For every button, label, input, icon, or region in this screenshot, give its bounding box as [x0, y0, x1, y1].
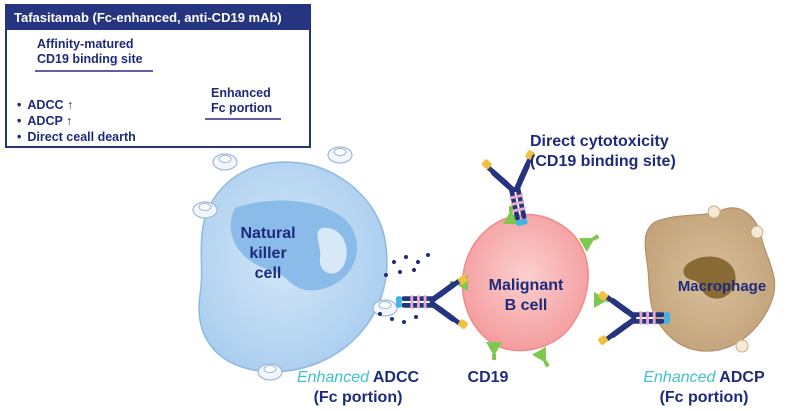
- adcc-line1: Enhanced ADCC: [278, 368, 438, 388]
- nk-granule: [327, 146, 353, 164]
- cd19-receptor: [532, 346, 555, 371]
- mechanism-bullet-list: ADCC ↑ ADCP ↑ Direct ceall dearth: [17, 97, 136, 145]
- b-cell-label-line2: B cell: [504, 297, 548, 314]
- binding-site-pointer-line: [35, 70, 153, 72]
- nk-granule: [372, 299, 398, 317]
- nk-label-line3: cell: [254, 265, 282, 282]
- nk-label-line1: Natural: [240, 225, 296, 242]
- macrophage-nucleus: [683, 256, 736, 299]
- bullet-item: ADCC ↑: [17, 97, 136, 113]
- nk-granule: [212, 153, 238, 171]
- antibody-info-box: Tafasitamab (Fc-enhanced, anti-CD19 mAb)…: [5, 4, 311, 148]
- b-cell-label: Malignant B cell: [478, 276, 574, 316]
- adcc-subtitle: (Fc portion): [313, 389, 403, 406]
- adcc-enhanced-word: Enhanced: [296, 369, 369, 386]
- cytotoxic-granules: [378, 253, 430, 324]
- infobox-title: Tafasitamab (Fc-enhanced, anti-CD19 mAb): [7, 6, 309, 30]
- fc-label-line1: Enhanced: [211, 86, 271, 100]
- macrophage-cell: [644, 205, 776, 353]
- binding-site-label-line2: CD19 binding site: [37, 52, 143, 66]
- adcp-word: ADCP: [719, 369, 765, 386]
- adcp-caption: Enhanced ADCP (Fc portion): [624, 368, 784, 408]
- adcc-caption: Enhanced ADCC (Fc portion): [278, 368, 438, 408]
- direct-cytotoxicity-line2: (CD19 binding site): [530, 153, 676, 170]
- bullet-item: ADCP ↑: [17, 113, 136, 129]
- adcc-word: ADCC: [372, 369, 420, 386]
- binding-site-label-line1: Affinity-matured: [37, 37, 134, 51]
- fc-label-line2: Fc portion: [211, 101, 273, 115]
- direct-cytotoxicity-line1: Direct cytotoxicity: [530, 133, 669, 150]
- cd19-receptor: [486, 342, 502, 360]
- nk-label-line2: killer: [249, 245, 287, 262]
- adcp-enhanced-word: Enhanced: [643, 369, 716, 386]
- fc-pointer-line: [205, 118, 281, 120]
- adcp-line1: Enhanced ADCP: [624, 368, 784, 388]
- nk-granule: [192, 201, 218, 219]
- adcp-subtitle: (Fc portion): [659, 389, 749, 406]
- cd19-label: CD19: [467, 369, 509, 386]
- bullet-item: Direct ceall dearth: [17, 129, 135, 145]
- adcc-antibody: [396, 274, 469, 329]
- direct-cytotoxicity-caption: Direct cytotoxicity (CD19 binding site): [530, 132, 708, 172]
- macrophage-label: Macrophage: [677, 278, 767, 295]
- natural-killer-cell: [192, 146, 398, 381]
- malignant-b-cell: [461, 213, 589, 352]
- b-cell-label-line1: Malignant: [488, 277, 564, 294]
- nk-cell-label: Natural killer cell: [228, 224, 308, 284]
